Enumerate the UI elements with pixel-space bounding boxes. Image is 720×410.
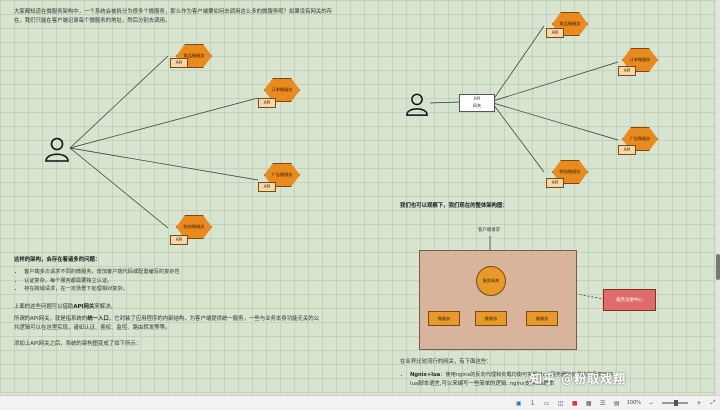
api-label: API (618, 66, 636, 76)
zoom-level[interactable]: 100% (626, 400, 641, 406)
pdf-icon[interactable]: ■ (571, 399, 578, 407)
api-label: API (170, 58, 188, 68)
problems-title: 这样的架构，会存在着诸多的问题： (14, 257, 101, 263)
service-registry-box: 服务注册中心 (603, 289, 656, 311)
zoom-slider[interactable] (662, 400, 688, 406)
impl-intro: 在业界比较流行的网关，有下面这些： (400, 359, 492, 365)
grid-view-icon[interactable]: ▦ (585, 399, 592, 407)
paragraph-after-gateway: 添加上API网关之后，系统的架构图变成了如下所示： (14, 341, 142, 347)
list-item: 客户端多次请求不同的微服务，增加客户端代码或配置编写的复杂性 (24, 268, 344, 277)
bottom-toolbar: ▣ 1 ▭ ◫ ■ ▦ ☰ ▤ 100% − + ⤢ (0, 395, 720, 410)
paragraph-solution: 上面的这些问题可以借助API网关来解决。 (14, 304, 116, 310)
zoom-in-icon[interactable]: + (696, 399, 702, 407)
gateway-circle: 服务网关 (476, 266, 506, 296)
architecture-panel (419, 250, 577, 350)
single-page-icon[interactable]: ▭ (543, 399, 550, 407)
watermark: 知乎 @粉取戏翔 (530, 372, 627, 386)
service-hex-order: 订单微服务 (264, 78, 300, 102)
microservice-box: 微服务 (475, 311, 507, 326)
zoom-out-icon[interactable]: − (648, 399, 654, 407)
api-label: API (546, 28, 564, 38)
gateway-label: API (473, 96, 481, 101)
gateway-label: 网关 (472, 103, 482, 108)
document-canvas: 大家都知道在微服务架构中，一个系统会被拆分为很多个微服务，那么作为客户端要如何去… (0, 0, 716, 396)
impl-list: Ngnix+lua：使用nginx的反向代理和负载均衡可实现对api服务器的负载… (400, 371, 710, 380)
two-page-icon[interactable]: ◫ (557, 399, 564, 407)
user-icon (406, 93, 428, 116)
service-hex-product: 商品微服务 (176, 44, 212, 68)
diagram-lines (69, 25, 619, 311)
list-item: 存在跨域请求，在一定场景下处理相对复杂。 (24, 285, 344, 294)
problems-list: 客户端多次请求不同的微服务，增加客户端代码或配置编写的复杂性 认证复杂，每个服务… (14, 268, 344, 294)
api-label: API (170, 235, 188, 245)
list-item: 认证复杂，每个服务都需要独立认证。 (24, 277, 344, 286)
api-label: API (258, 98, 276, 108)
microservice-box: 微服务 (526, 311, 558, 326)
list-item: Ngnix+lua：使用nginx的反向代理和负载均衡可实现对api服务器的负载… (410, 371, 710, 380)
layout-icon[interactable]: ▤ (613, 399, 620, 407)
vertical-scrollbar[interactable] (716, 0, 720, 396)
microservice-box: 微服务 (428, 311, 460, 326)
api-gateway-box: API 网关 (459, 94, 495, 112)
fullscreen-icon[interactable]: ⤢ (710, 399, 716, 406)
user-icon (45, 137, 69, 162)
paragraph-gateway-definition: 所谓的API网关，就是指系统的统一入口，它封装了应用程序的内部结构，为客户端提供… (14, 316, 320, 331)
intro-paragraph: 大家都知道在微服务架构中，一个系统会被拆分为很多个微服务，那么作为客户端要如何去… (14, 9, 333, 24)
overall-title: 我们也可以观察下，我们现在的整体架构图： (400, 203, 508, 209)
list-view-icon[interactable]: ☰ (600, 399, 606, 407)
api-label: API (546, 178, 564, 188)
client-request-label: 客户端请求 (478, 228, 500, 233)
service-hex-logistics: 物流微服务 (176, 215, 212, 239)
api-label: API (258, 182, 276, 192)
impl-text-continued: lua脚本语言,可以来编写一些简单的逻辑, nginx支持lua脚本 (410, 381, 555, 387)
page-indicator[interactable]: 1 (530, 399, 535, 407)
api-label: API (618, 145, 636, 155)
fit-page-icon[interactable]: ▣ (515, 399, 522, 407)
zoom-slider-knob[interactable] (674, 400, 678, 406)
scrollbar-thumb[interactable] (716, 254, 720, 280)
